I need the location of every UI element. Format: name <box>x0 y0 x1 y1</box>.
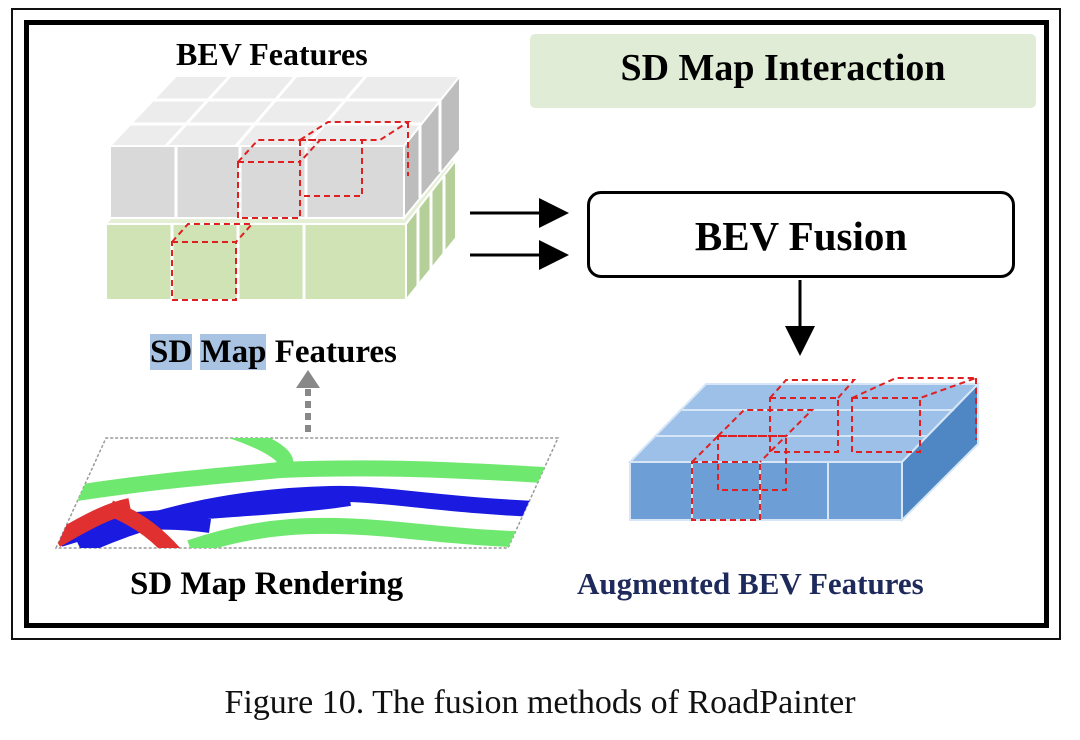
bev-fusion-box: BEV Fusion <box>587 191 1015 278</box>
sd-map-rendering-label: SD Map Rendering <box>130 566 404 602</box>
features-word: Features <box>274 334 397 370</box>
outer-frame <box>11 8 1061 640</box>
sd-map-interaction-box: SD Map Interaction <box>530 34 1036 108</box>
map-word: Map <box>200 334 267 370</box>
bev-fusion-label: BEV Fusion <box>694 213 908 259</box>
augmented-bev-features-block <box>627 377 981 523</box>
sd-map-interaction-title: SD Map Interaction <box>620 47 946 89</box>
sd-map-rendering-image <box>54 437 560 549</box>
augmented-bev-features-label: Augmented BEV Features <box>577 566 924 601</box>
inner-frame <box>24 20 1049 628</box>
bev-features-label: BEV Features <box>176 36 368 72</box>
sd-map-features-label: SD Map Features <box>150 334 397 371</box>
sd-word: SD <box>150 334 193 370</box>
figure-caption: Figure 10. The fusion methods of RoadPai… <box>224 684 856 721</box>
bev-features-block <box>107 73 463 221</box>
rendering-to-features-arrow <box>296 370 320 432</box>
